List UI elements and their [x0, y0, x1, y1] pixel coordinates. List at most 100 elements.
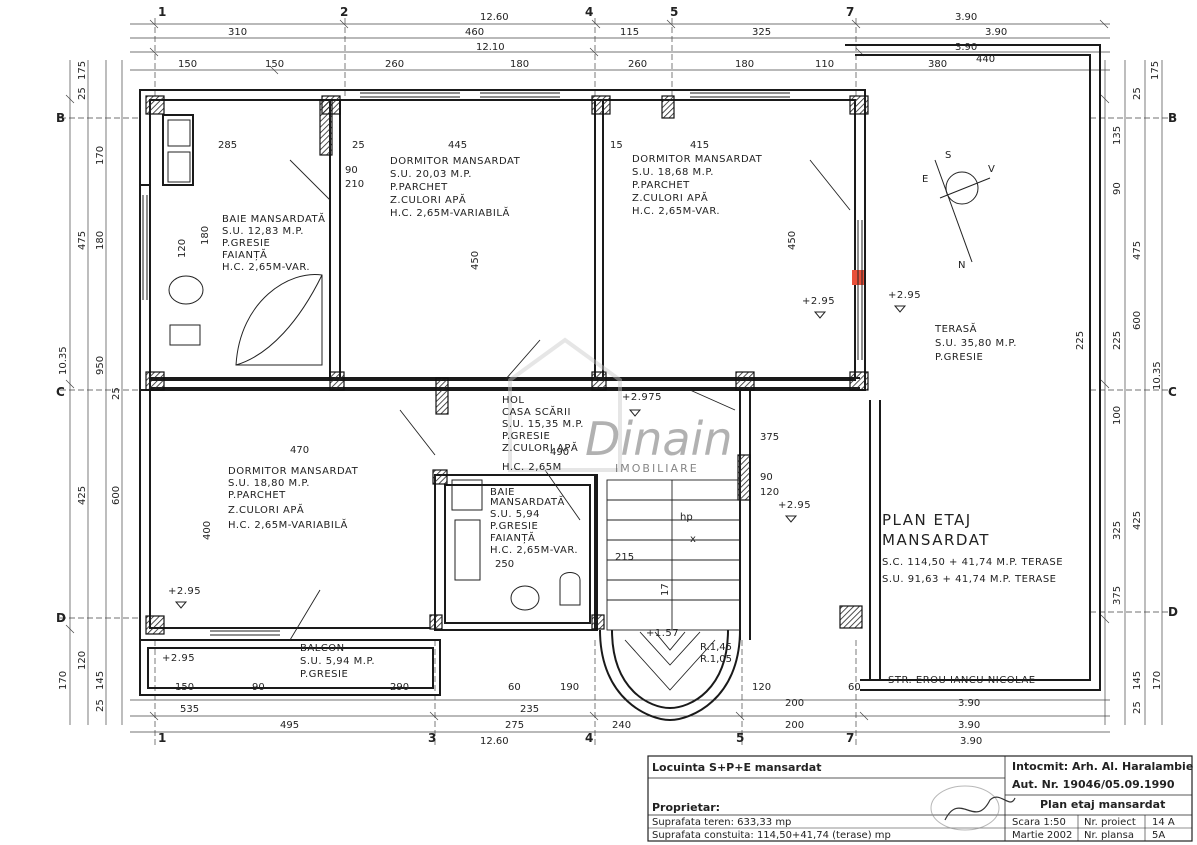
room-dormitor-1: DORMITOR MANSARDAT S.U. 20,03 M.P. P.PAR… [390, 156, 520, 219]
svg-text:25: 25 [352, 140, 365, 151]
svg-text:325: 325 [752, 27, 771, 38]
svg-text:BAIE: BAIE [490, 487, 515, 498]
svg-text:445: 445 [448, 140, 467, 151]
plan-title: PLAN ETAJ MANSARDAT S.C. 114,50 + 41,74 … [882, 511, 1063, 585]
svg-text:250: 250 [495, 559, 514, 570]
compass-e: E [922, 174, 929, 185]
svg-text:200: 200 [785, 698, 804, 709]
axis-col-5-top: 5 [670, 5, 678, 19]
svg-text:260: 260 [385, 59, 404, 70]
svg-text:3.90: 3.90 [955, 42, 977, 53]
svg-text:120: 120 [77, 651, 88, 670]
svg-text:25: 25 [111, 387, 122, 400]
dimensions-top: 310 460 115 325 3.90 12.60 3.90 12.10 44… [178, 12, 1007, 70]
svg-text:25: 25 [95, 699, 106, 712]
stair-x: x [690, 534, 696, 545]
svg-text:235: 235 [520, 704, 539, 715]
svg-text:10.35: 10.35 [1152, 361, 1163, 390]
axis-col-4-top: 4 [585, 5, 593, 19]
room-hol: HOL CASA SCĂRII S.U. 15,35 M.P. P.GRESIE… [502, 395, 584, 473]
svg-text:25: 25 [1132, 87, 1143, 100]
svg-text:145: 145 [1132, 671, 1143, 690]
svg-text:470: 470 [290, 445, 309, 456]
svg-text:110: 110 [815, 59, 834, 70]
sanitary-fixtures [167, 119, 581, 611]
svg-text:180: 180 [510, 59, 529, 70]
axis-col-1-top: 1 [158, 5, 166, 19]
svg-text:260: 260 [628, 59, 647, 70]
dimensions-bottom: 150 535 90 290 235 60 190 120 200 60 3.9… [175, 682, 982, 747]
room-balcon: BALCON S.U. 5,94 M.P. P.GRESIE [300, 643, 375, 680]
svg-text:475: 475 [77, 231, 88, 250]
dimensions-inner: 285 445 415 25 15 450 450 470 400 250 21… [177, 140, 1086, 570]
tb-teren: Suprafata teren: 633,33 mp [652, 817, 791, 828]
svg-text:IMOBILIARE: IMOBILIARE [615, 462, 699, 475]
svg-text:285: 285 [218, 140, 237, 151]
svg-text:12.60: 12.60 [480, 736, 509, 747]
svg-text:60: 60 [848, 682, 861, 693]
svg-text:170: 170 [95, 146, 106, 165]
svg-text:90: 90 [345, 165, 358, 176]
street-name: STR. EROU IANCU NICOLAE [888, 675, 1036, 686]
svg-text:H.C. 2,65M-VARIABILĂ: H.C. 2,65M-VARIABILĂ [390, 206, 510, 219]
svg-text:S.U. 18,68 M.P.: S.U. 18,68 M.P. [632, 167, 714, 178]
tb-nrplansa-label: Nr. plansa [1084, 830, 1134, 841]
svg-text:+2.95: +2.95 [168, 586, 201, 597]
svg-text:DORMITOR MANSARDAT: DORMITOR MANSARDAT [228, 466, 359, 477]
tb-plan: Plan etaj mansardat [1040, 798, 1165, 811]
tb-nrproiect-value: 14 A [1152, 817, 1175, 828]
svg-text:P.PARCHET: P.PARCHET [390, 182, 448, 193]
svg-text:Z.CULORI APĂ: Z.CULORI APĂ [502, 441, 578, 454]
svg-text:3.90: 3.90 [958, 720, 980, 731]
columns [145, 95, 869, 635]
axis-col-7-top: 7 [846, 5, 854, 19]
svg-text:S.U. 12,83 M.P.: S.U. 12,83 M.P. [222, 226, 304, 237]
svg-text:+2.975: +2.975 [622, 392, 662, 403]
svg-text:Z.CULORI APĂ: Z.CULORI APĂ [390, 193, 466, 206]
compass-rose [934, 159, 991, 263]
svg-text:400: 400 [202, 521, 213, 540]
svg-text:460: 460 [465, 27, 484, 38]
svg-text:P.GRESIE: P.GRESIE [300, 669, 348, 680]
svg-text:225: 225 [1112, 331, 1123, 350]
svg-text:S.U. 15,35 M.P.: S.U. 15,35 M.P. [502, 419, 584, 430]
svg-text:200: 200 [785, 720, 804, 731]
svg-text:90: 90 [252, 682, 265, 693]
svg-text:175: 175 [1150, 61, 1161, 80]
svg-text:325: 325 [1112, 521, 1123, 540]
svg-text:MANSARDATĂ: MANSARDATĂ [490, 495, 565, 508]
svg-text:H.C. 2,65M: H.C. 2,65M [502, 462, 562, 473]
svg-text:S.U. 5,94 M.P.: S.U. 5,94 M.P. [300, 656, 375, 667]
svg-text:375: 375 [1112, 586, 1123, 605]
svg-text:10.35: 10.35 [58, 346, 69, 375]
stair-radius-1: R.1,45 [700, 642, 732, 653]
svg-text:15: 15 [610, 140, 623, 151]
axis-col-4-bot: 4 [585, 731, 593, 745]
svg-text:Z.CULORI APĂ: Z.CULORI APĂ [632, 191, 708, 204]
watermark: Dinain IMOBILIARE [508, 337, 732, 475]
svg-text:BAIE MANSARDATĂ: BAIE MANSARDATĂ [222, 212, 325, 225]
svg-text:175: 175 [77, 61, 88, 80]
tb-project: Locuinta S+P+E mansardat [652, 761, 821, 774]
compass-v: V [988, 164, 995, 175]
svg-text:H.C. 2,65M-VAR.: H.C. 2,65M-VAR. [632, 206, 720, 217]
axis-col-7-bot: 7 [846, 731, 854, 745]
svg-text:190: 190 [560, 682, 579, 693]
tb-nrproiect-label: Nr. proiect [1084, 817, 1136, 828]
svg-text:12.60: 12.60 [480, 12, 509, 23]
svg-text:115: 115 [620, 27, 639, 38]
windows [142, 92, 863, 636]
compass-n: N [958, 260, 966, 271]
svg-text:S.U. 20,03 M.P.: S.U. 20,03 M.P. [390, 169, 472, 180]
svg-text:240: 240 [612, 720, 631, 731]
tb-constr: Suprafata constuita: 114,50+41,74 (teras… [652, 830, 891, 841]
axis-row-b-left: B [56, 111, 65, 125]
svg-text:25: 25 [1132, 701, 1143, 714]
svg-text:180: 180 [200, 226, 211, 245]
svg-text:375: 375 [760, 432, 779, 443]
svg-text:P.GRESIE: P.GRESIE [222, 238, 270, 249]
svg-text:120: 120 [760, 487, 779, 498]
svg-text:P.PARCHET: P.PARCHET [228, 490, 286, 501]
svg-text:P.GRESIE: P.GRESIE [490, 521, 538, 532]
